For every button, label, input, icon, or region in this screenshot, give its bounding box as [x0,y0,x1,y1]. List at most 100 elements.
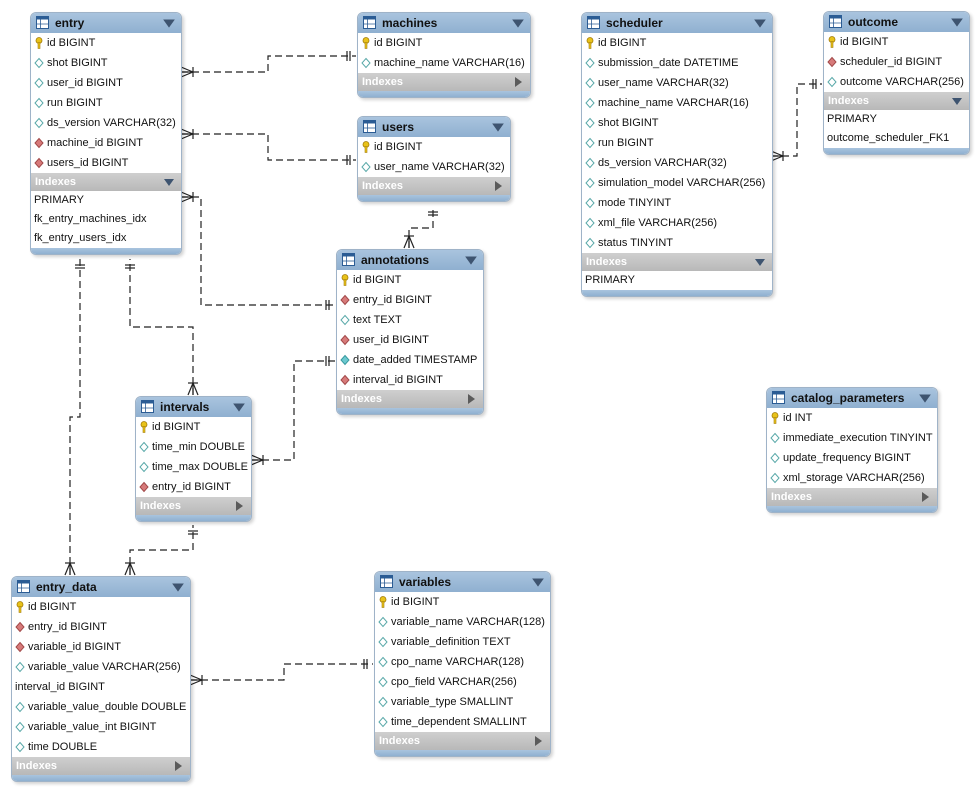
collapse-toggle-icon[interactable] [950,12,964,32]
indexes-header[interactable]: Indexes [337,390,483,408]
column-row[interactable]: user_id BIGINT [31,73,181,93]
indexes-header[interactable]: Indexes [136,497,251,515]
column-row[interactable]: time_max DOUBLE [136,457,251,477]
column-row[interactable]: user_name VARCHAR(32) [582,73,772,93]
column-row[interactable]: id BIGINT [824,32,969,52]
index-item[interactable]: fk_entry_machines_idx [34,213,147,225]
column-row[interactable]: simulation_model VARCHAR(256) [582,173,772,193]
indexes-header[interactable]: Indexes [358,177,510,195]
indexes-header[interactable]: Indexes [824,92,969,110]
table-header[interactable]: catalog_parameters [767,388,937,408]
indexes-header[interactable]: Indexes [31,173,181,191]
column-row[interactable]: cpo_name VARCHAR(128) [375,652,550,672]
column-row[interactable]: variable_value_double DOUBLE [12,697,190,717]
column-row[interactable]: shot BIGINT [582,113,772,133]
expand-arrow-icon[interactable] [512,73,524,91]
column-row[interactable]: run BIGINT [582,133,772,153]
expand-arrow-icon[interactable] [233,497,245,515]
collapse-arrow-icon[interactable] [163,173,175,191]
column-row[interactable]: machine_id BIGINT [31,133,181,153]
column-row[interactable]: time DOUBLE [12,737,190,757]
collapse-arrow-icon[interactable] [754,253,766,271]
indexes-header[interactable]: Indexes [767,488,937,506]
column-row[interactable]: immediate_execution TINYINT [767,428,937,448]
column-row[interactable]: mode TINYINT [582,193,772,213]
column-row[interactable]: time_min DOUBLE [136,437,251,457]
collapse-toggle-icon[interactable] [162,13,176,33]
index-item[interactable]: PRIMARY [34,194,84,206]
index-item[interactable]: outcome_scheduler_FK1 [827,132,950,144]
indexes-header[interactable]: Indexes [12,757,190,775]
expand-arrow-icon[interactable] [532,732,544,750]
column-row[interactable]: entry_id BIGINT [136,477,251,497]
column-row[interactable]: update_frequency BIGINT [767,448,937,468]
column-row[interactable]: id BIGINT [358,137,510,157]
column-row[interactable]: id BIGINT [31,33,181,53]
collapse-toggle-icon[interactable] [511,13,525,33]
column-row[interactable]: submission_date DATETIME [582,53,772,73]
column-row[interactable]: user_name VARCHAR(32) [358,157,510,177]
column-row[interactable]: variable_definition TEXT [375,632,550,652]
column-row[interactable]: cpo_field VARCHAR(256) [375,672,550,692]
column-row[interactable]: id BIGINT [375,592,550,612]
column-row[interactable]: variable_value VARCHAR(256) [12,657,190,677]
collapse-arrow-icon[interactable] [951,92,963,110]
table-header[interactable]: entry_data [12,577,190,597]
collapse-toggle-icon[interactable] [753,13,767,33]
column-row[interactable]: user_id BIGINT [337,330,483,350]
table-header[interactable]: variables [375,572,550,592]
column-row[interactable]: users_id BIGINT [31,153,181,173]
column-row[interactable]: id INT [767,408,937,428]
column-row[interactable]: xml_file VARCHAR(256) [582,213,772,233]
column-row[interactable]: scheduler_id BIGINT [824,52,969,72]
column-row[interactable]: entry_id BIGINT [12,617,190,637]
column-row[interactable]: time_dependent SMALLINT [375,712,550,732]
column-row[interactable]: variable_type SMALLINT [375,692,550,712]
collapse-toggle-icon[interactable] [171,577,185,597]
column-row[interactable]: variable_value_int BIGINT [12,717,190,737]
table-header[interactable]: machines [358,13,530,33]
table-header[interactable]: users [358,117,510,137]
index-item[interactable]: PRIMARY [827,113,877,125]
column-row[interactable]: entry_id BIGINT [337,290,483,310]
column-row[interactable]: id BIGINT [136,417,251,437]
indexes-header[interactable]: Indexes [358,73,530,91]
column-row[interactable]: outcome VARCHAR(256) [824,72,969,92]
column-row[interactable]: variable_id BIGINT [12,637,190,657]
collapse-toggle-icon[interactable] [232,397,246,417]
column-row[interactable]: run BIGINT [31,93,181,113]
index-item[interactable]: fk_entry_users_idx [34,232,127,244]
expand-arrow-icon[interactable] [172,757,184,775]
column-row[interactable]: ds_version VARCHAR(32) [582,153,772,173]
collapse-toggle-icon[interactable] [531,572,545,592]
table-header[interactable]: scheduler [582,13,772,33]
indexes-header[interactable]: Indexes [582,253,772,271]
index-item[interactable]: PRIMARY [585,274,635,286]
expand-arrow-icon[interactable] [492,177,504,195]
collapse-toggle-icon[interactable] [491,117,505,137]
column-row[interactable]: date_added TIMESTAMP [337,350,483,370]
indexes-header[interactable]: Indexes [375,732,550,750]
table-header[interactable]: annotations [337,250,483,270]
column-row[interactable]: machine_name VARCHAR(16) [582,93,772,113]
table-header[interactable]: entry [31,13,181,33]
table-header[interactable]: intervals [136,397,251,417]
collapse-toggle-icon[interactable] [464,250,478,270]
expand-arrow-icon[interactable] [465,390,477,408]
column-row[interactable]: shot BIGINT [31,53,181,73]
column-row[interactable]: machine_name VARCHAR(16) [358,53,530,73]
collapse-toggle-icon[interactable] [918,388,932,408]
column-row[interactable]: variable_name VARCHAR(128) [375,612,550,632]
column-row[interactable]: interval_id BIGINT [337,370,483,390]
column-row[interactable]: id BIGINT [12,597,190,617]
table-header[interactable]: outcome [824,12,969,32]
expand-arrow-icon[interactable] [919,488,931,506]
column-row[interactable]: id BIGINT [358,33,530,53]
